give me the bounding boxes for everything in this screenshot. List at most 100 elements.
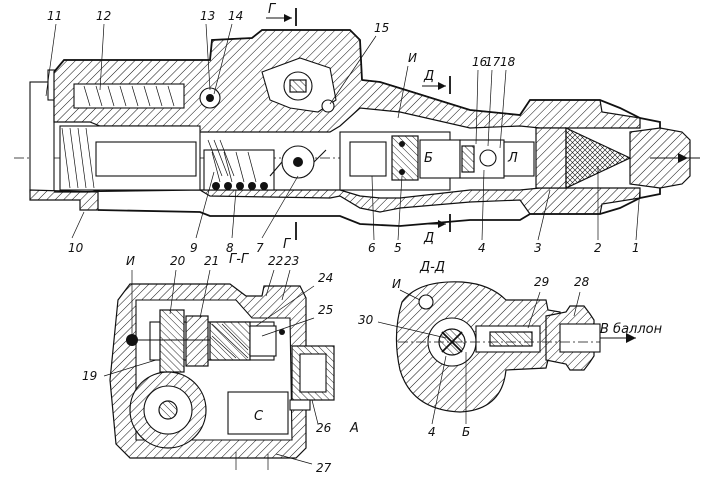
section-dd-title: Д-Д	[419, 260, 445, 275]
main-callout-label: И	[408, 51, 417, 65]
main-leader	[397, 175, 403, 241]
section-g-bottom-label: Г	[283, 237, 292, 252]
main-callout-label: 10	[68, 241, 84, 255]
dd-callout-label: И	[392, 277, 401, 291]
main-callout-label: 15	[374, 21, 389, 35]
main-leader	[475, 69, 479, 145]
section-g-top-label: Г	[268, 2, 277, 17]
main-callout-label: 7	[256, 241, 264, 255]
main-leader	[71, 211, 85, 239]
pin-15	[321, 99, 335, 113]
valve-body-b	[419, 139, 461, 179]
main-callout-label: 9	[190, 241, 198, 255]
gg-callout-label: 24	[318, 271, 333, 285]
main-leader	[397, 65, 409, 119]
dd-leader	[377, 321, 447, 339]
section-gg-title: Г-Г	[229, 252, 250, 267]
upper-spring-housing	[73, 83, 185, 109]
upper-housing	[53, 29, 641, 133]
main-leader	[205, 23, 211, 91]
main-callout-label: 17	[485, 55, 501, 69]
main-leader	[231, 189, 237, 239]
gg-leader	[275, 453, 313, 465]
valve-5	[391, 135, 419, 181]
main-callout-label: 4	[478, 241, 486, 255]
section-d-top-label: Д	[423, 69, 434, 84]
spring-8	[211, 151, 268, 190]
dd-callout-label: 30	[358, 313, 374, 327]
main-callout-label: 11	[47, 9, 62, 23]
main-leader	[371, 175, 375, 241]
gg-leader	[255, 285, 315, 327]
main-leader	[99, 23, 105, 91]
section-mark-d: Д Д	[422, 69, 451, 246]
main-leader	[195, 171, 215, 239]
dd-callouts: И 29 28 30 4 Б	[358, 275, 590, 439]
label-l: Л	[507, 151, 518, 166]
gg-callout-label: 23	[284, 254, 299, 268]
dd-leader	[573, 291, 581, 317]
main-callout-label: 8	[226, 241, 234, 255]
main-leader	[481, 169, 485, 241]
dd-callout-label: 4	[428, 425, 436, 439]
gg-callout-label: 26	[316, 421, 332, 435]
gg-leader	[311, 399, 319, 425]
main-callout-label: 2	[594, 241, 602, 255]
main-callout-label: 18	[500, 55, 516, 69]
dd-port-i	[418, 294, 434, 310]
gg-ball	[126, 334, 138, 346]
dd-leader	[431, 355, 447, 425]
gg-callout-label: 25	[318, 303, 333, 317]
spring-9	[207, 139, 235, 177]
main-leader	[499, 69, 507, 149]
dd-callout-label: 29	[534, 275, 549, 289]
gg-label-a: А	[349, 421, 359, 436]
gg-leader	[103, 359, 157, 377]
gg-callout-label: 22	[268, 254, 283, 268]
gg-leader	[199, 269, 211, 319]
main-callout-label: 5	[394, 241, 402, 255]
gg-leader	[169, 269, 177, 315]
gg-callout-label: 19	[82, 369, 97, 383]
gg-leader	[261, 317, 315, 337]
main-leader	[261, 175, 299, 239]
main-callout-label: 3	[534, 241, 542, 255]
gg-leader	[265, 269, 275, 297]
gg-callout-label: И	[126, 254, 135, 268]
gg-callout-label: 27	[316, 461, 332, 475]
dd-arrow-label: В баллон	[600, 322, 663, 337]
main-leader	[45, 23, 57, 97]
dd-callout-label: 28	[574, 275, 590, 289]
dd-callout-label: Б	[462, 425, 470, 439]
section-mark-g: Г Г	[266, 2, 297, 252]
main-leader	[537, 189, 551, 241]
main-leader	[487, 69, 493, 147]
main-leader	[329, 35, 377, 105]
gg-leader	[281, 269, 291, 301]
main-callout-label: 16	[472, 55, 488, 69]
upper-spring	[83, 85, 175, 107]
main-callout-label: 12	[96, 9, 111, 23]
main-callout-label: 6	[368, 241, 376, 255]
lower-housing	[53, 187, 641, 215]
main-callout-label: 1	[632, 241, 640, 255]
gg-callout-label: 21	[204, 254, 219, 268]
left-spring	[61, 127, 95, 189]
main-callout-label: 14	[228, 9, 243, 23]
main-view	[14, 29, 700, 227]
label-b: Б	[424, 151, 433, 166]
dd-leader	[527, 291, 541, 329]
gg-callout-label: 20	[170, 254, 186, 268]
main-leader	[635, 187, 641, 241]
bottom-left-flange	[29, 189, 99, 211]
piston-rod	[95, 141, 197, 177]
gg-label-c: С	[254, 409, 264, 424]
section-d-bottom-label: Д	[423, 231, 434, 246]
dd-leader	[399, 289, 421, 301]
section-dd: Д-Д	[395, 260, 636, 413]
main-callout-label: 13	[200, 9, 215, 23]
section-gg: Г-Г	[109, 252, 335, 470]
